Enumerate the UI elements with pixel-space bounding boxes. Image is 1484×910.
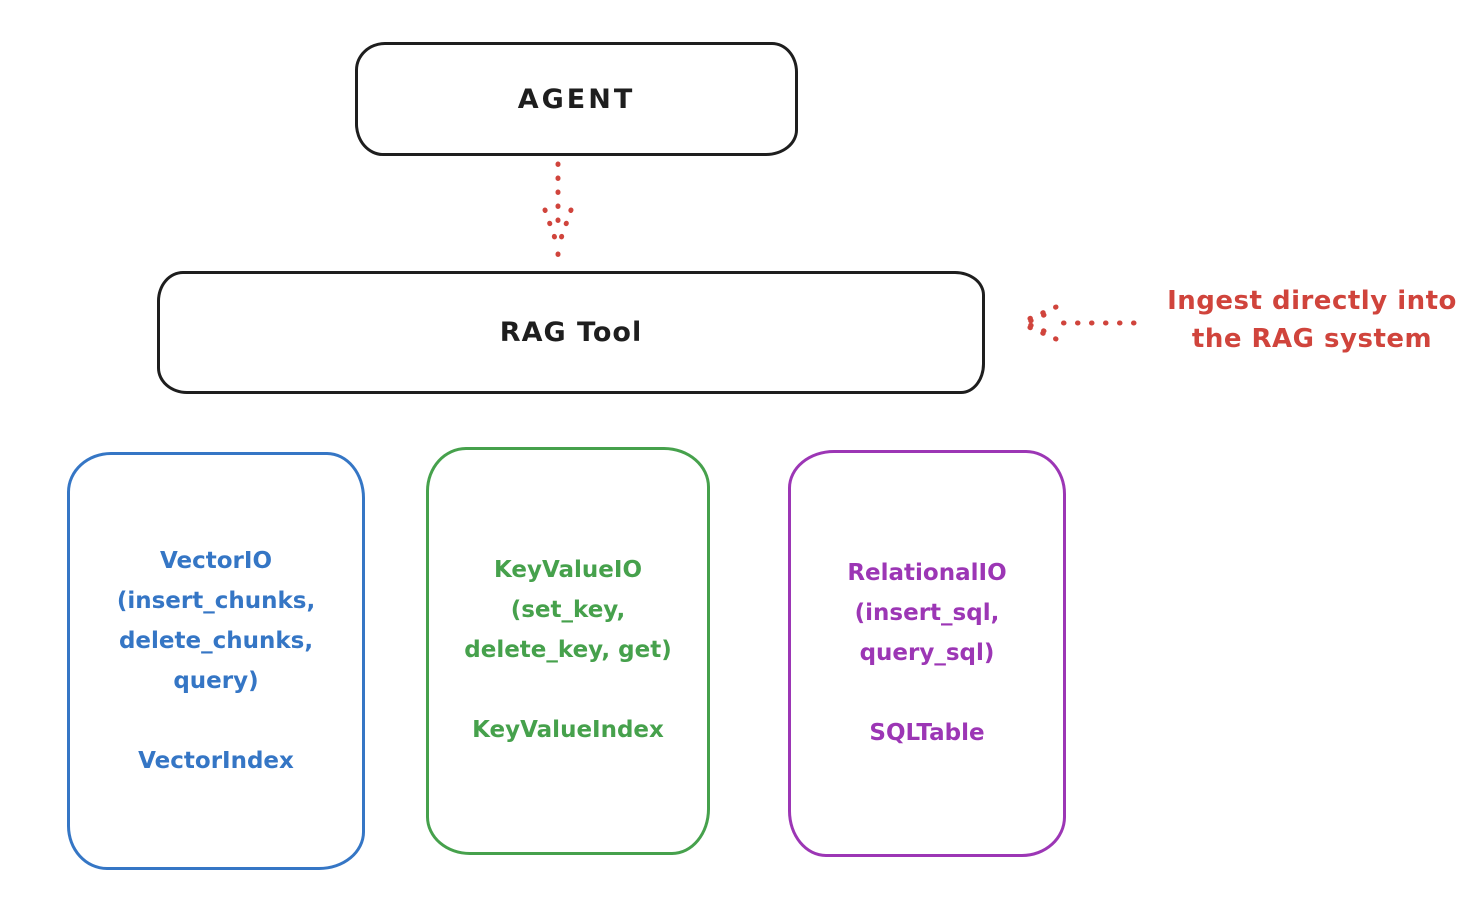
ingest-annotation: Ingest directly into the RAG system (1140, 282, 1484, 358)
keyvalue-io-title: KeyValueIO (493, 557, 643, 583)
relational-io-methods-line2: query_sql) (859, 640, 995, 666)
vector-io-methods-line3: query) (173, 668, 259, 694)
keyvalue-io-methods-line2: delete_key, get) (464, 637, 672, 663)
vector-io-title: VectorIO (159, 548, 273, 574)
ingest-annotation-line1: Ingest directly into (1167, 286, 1457, 316)
keyvalue-io-node: KeyValueIO (set_key, delete_key, get) Ke… (426, 447, 710, 855)
vector-io-node: VectorIO (insert_chunks, delete_chunks, … (67, 452, 365, 870)
rag-tool-label: RAG Tool (499, 317, 643, 348)
relational-io-title: RelationalIO (847, 560, 1007, 586)
keyvalue-index-label: KeyValueIndex (472, 717, 664, 743)
ingest-annotation-line2: the RAG system (1191, 324, 1433, 354)
vector-index-label: VectorIndex (138, 748, 294, 774)
vector-io-methods-line1: (insert_chunks, (116, 588, 316, 614)
agent-node: AGENT (355, 42, 798, 156)
relational-io-methods-line1: (insert_sql, (854, 600, 1000, 626)
agent-label: AGENT (517, 83, 636, 115)
sql-table-label: SQLTable (869, 720, 985, 746)
ingest-arrow-icon (1019, 304, 1137, 342)
keyvalue-io-methods-line1: (set_key, (510, 597, 626, 623)
relational-io-node: RelationalIO (insert_sql, query_sql) SQL… (788, 450, 1066, 857)
vector-io-methods-line2: delete_chunks, (118, 628, 314, 654)
agent-to-rag-arrow-icon (542, 161, 574, 257)
rag-tool-node: RAG Tool (157, 271, 985, 394)
